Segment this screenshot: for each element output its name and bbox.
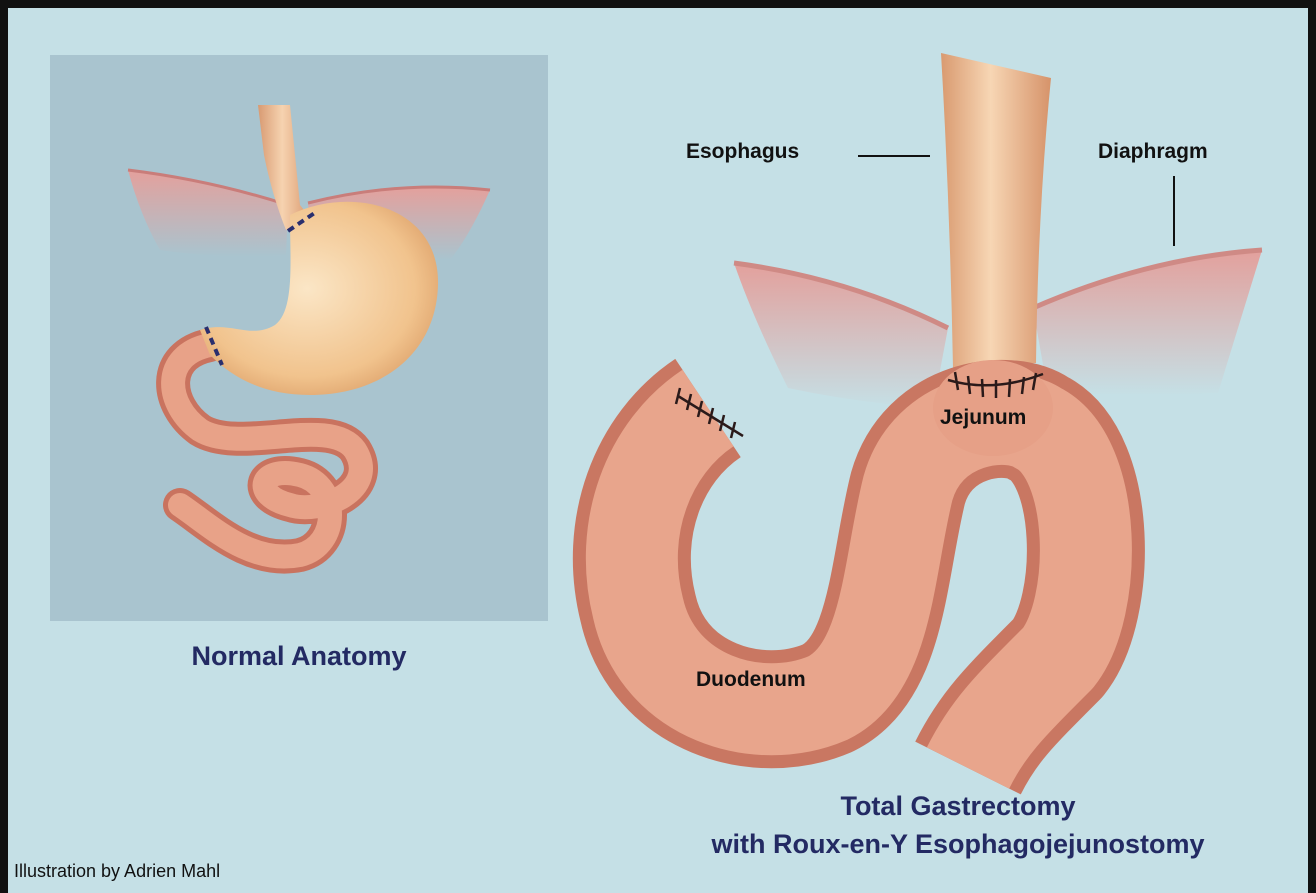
jejunum-label: Jejunum xyxy=(940,406,1026,430)
diaphragm-right-surgery xyxy=(1033,250,1262,396)
esophagus-surgery-shape xyxy=(941,53,1051,368)
surgery-caption-line1: Total Gastrectomy xyxy=(648,791,1268,822)
surgery-caption-line2: with Roux-en-Y Esophagojejunostomy xyxy=(648,829,1268,860)
duodenum-label: Duodenum xyxy=(696,668,806,692)
esophagus-label: Esophagus xyxy=(686,140,799,164)
diaphragm-label: Diaphragm xyxy=(1098,140,1208,164)
normal-anatomy-caption: Normal Anatomy xyxy=(50,641,548,672)
illustration-credit: Illustration by Adrien Mahl xyxy=(14,861,220,882)
